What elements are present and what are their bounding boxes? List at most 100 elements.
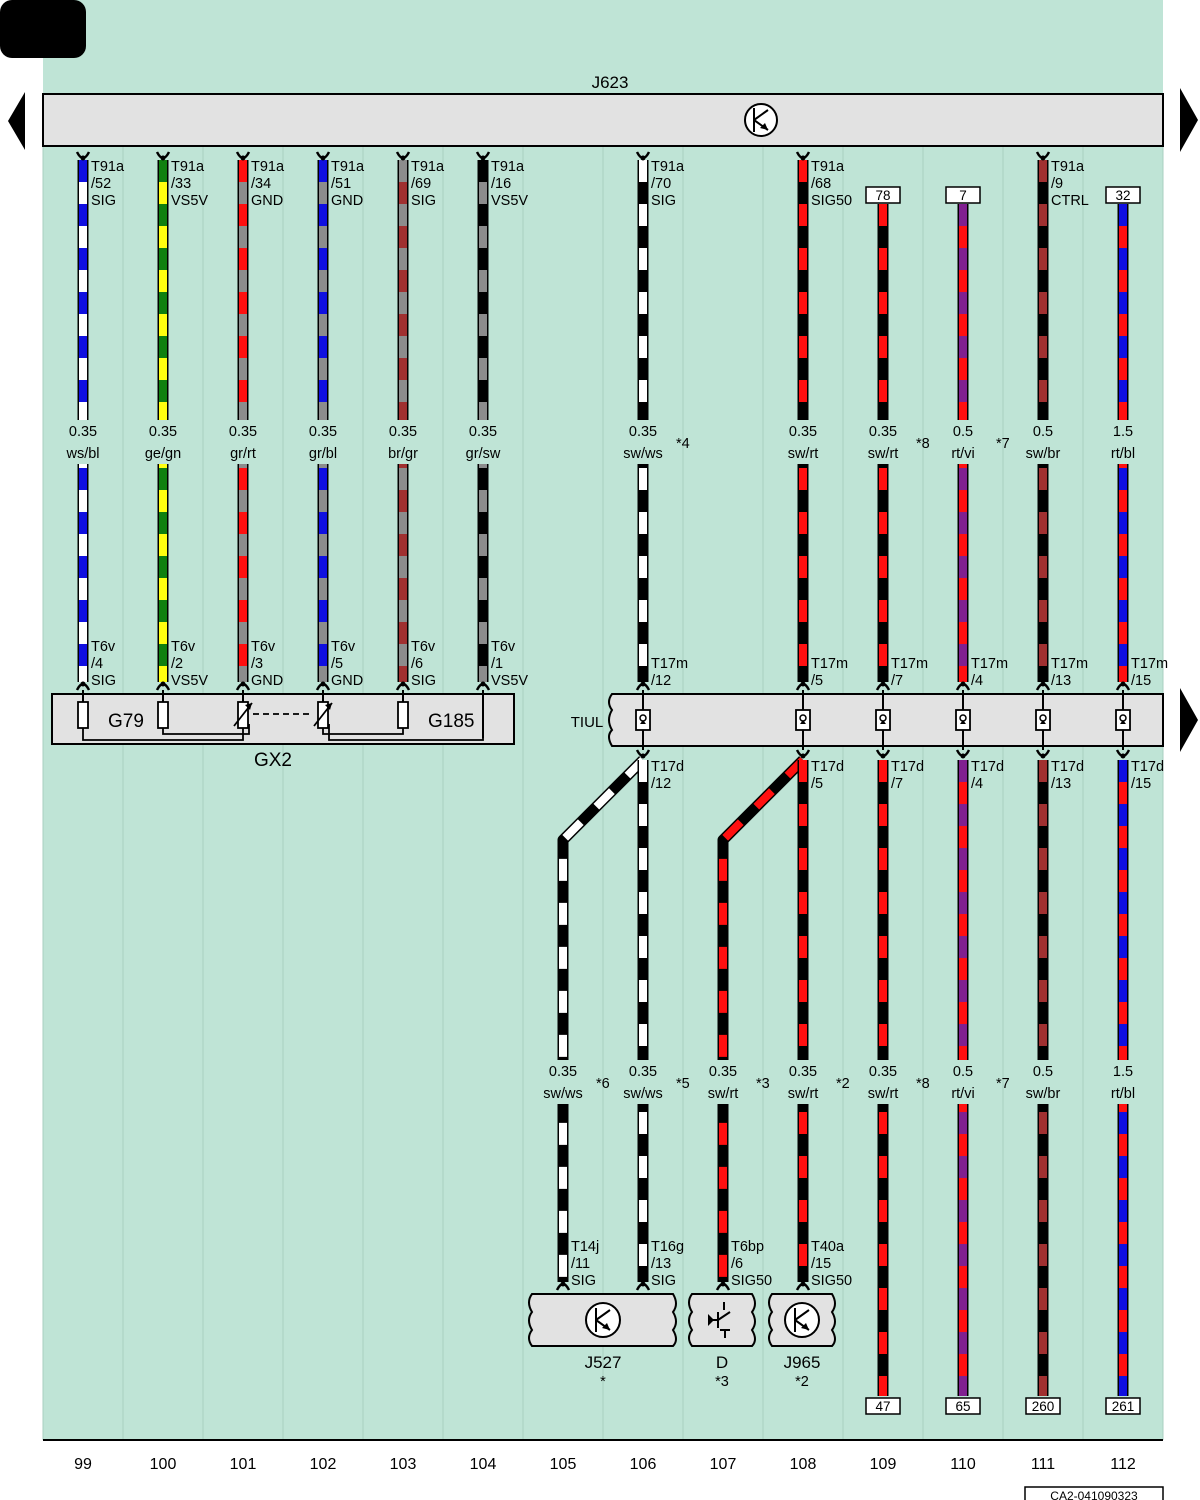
continue-left-arrow-icon[interactable] [8, 92, 25, 150]
ref-box[interactable] [945, 1397, 981, 1415]
pin-label: GND [251, 673, 283, 689]
pin-label: SIG [91, 193, 116, 209]
wire-size: 0.35 [469, 424, 497, 440]
pin-label: T14j [571, 1239, 599, 1255]
ref-number: 261 [1112, 1399, 1135, 1414]
wire-color-code: rt/vi [951, 446, 974, 462]
pin-label: /51 [331, 176, 351, 192]
connector-pin-icon [315, 151, 331, 161]
wire-size: 1.5 [1113, 424, 1133, 440]
connector-pin-icon [395, 151, 411, 161]
wire-footnote: *3 [756, 1076, 770, 1092]
component-note: * [600, 1374, 606, 1390]
wire-color-code: sw/rt [788, 446, 819, 462]
ecu-bar [42, 93, 1164, 147]
resistor-icon [77, 701, 89, 729]
column-number: 103 [390, 1456, 417, 1473]
label-gap [1093, 1060, 1153, 1104]
connector-pin-icon [795, 681, 811, 691]
ecu-symbol-icon [744, 103, 778, 137]
sensor-assembly-gx2[interactable]: G79 G185 GX2 [51, 690, 515, 771]
ref-number: 78 [875, 188, 890, 203]
pin-label: /15 [1131, 673, 1151, 689]
label-gap [613, 420, 673, 464]
connector-pin-icon [1115, 681, 1131, 691]
pin-label: /12 [651, 776, 671, 792]
wire-color-code: sw/br [1026, 1086, 1061, 1102]
pin-label: /69 [411, 176, 431, 192]
ref-box[interactable] [945, 186, 981, 204]
wire-sw-ws[interactable] [557, 756, 647, 1282]
gx2-internal-circuit [77, 690, 484, 741]
pin-label: /68 [811, 176, 831, 192]
pin-label: T17m [1131, 656, 1168, 672]
label-gap [853, 1060, 913, 1104]
ignition-switch-icon [708, 1302, 731, 1338]
column-number: 105 [550, 1456, 577, 1473]
label-gap [453, 420, 513, 464]
ref-box[interactable] [1025, 1397, 1061, 1415]
pin-label: T91a [491, 159, 525, 175]
pin-label: SIG50 [811, 1273, 852, 1289]
connector-pin-icon [635, 681, 651, 691]
component-label-j965: J965 [784, 1353, 821, 1372]
wire-color-code: rt/bl [1111, 446, 1135, 462]
wire-color-code: gr/rt [230, 446, 256, 462]
wire-size: 0.35 [869, 1064, 897, 1080]
ref-box[interactable] [1105, 1397, 1141, 1415]
pin-label: /4 [971, 673, 983, 689]
pin-label: T91a [411, 159, 445, 175]
pin-label: /6 [731, 1256, 743, 1272]
pin-label: T17d [891, 759, 924, 775]
gx2-box [51, 693, 515, 745]
component-box[interactable] [688, 1293, 756, 1347]
pin-label: T91a [811, 159, 845, 175]
pin-label: SIG [411, 193, 436, 209]
connector-pin-icon [875, 749, 891, 759]
ref-box[interactable] [1105, 186, 1141, 204]
column-number: 101 [230, 1456, 257, 1473]
pin-label: /4 [971, 776, 983, 792]
wire-footnote: *6 [596, 1076, 610, 1092]
pin-label: CTRL [1051, 193, 1089, 209]
wire-size: 0.35 [389, 424, 417, 440]
ref-box[interactable] [865, 1397, 901, 1415]
pin-label: T17m [811, 656, 848, 672]
pin-label: T17d [651, 759, 684, 775]
pin-label: /13 [1051, 776, 1071, 792]
pin-label: VS5V [171, 193, 208, 209]
ref-box[interactable] [865, 186, 901, 204]
pin-label: /5 [811, 673, 823, 689]
pin-label: /7 [891, 673, 903, 689]
pin-label: T17d [1131, 759, 1164, 775]
continue-right-arrow-tiul-icon[interactable] [1180, 688, 1198, 752]
column-number: 100 [150, 1456, 177, 1473]
label-gap [933, 420, 993, 464]
wire-size: 0.35 [309, 424, 337, 440]
pin-label: SIG [651, 193, 676, 209]
pin-label: /11 [571, 1256, 590, 1272]
continue-right-arrow-icon[interactable] [1180, 88, 1198, 152]
wire-size: 1.5 [1113, 1064, 1133, 1080]
label-gap [1013, 1060, 1073, 1104]
pin-label: GND [331, 673, 363, 689]
pin-label: T17m [971, 656, 1008, 672]
pin-label: T6v [91, 639, 116, 655]
column-number: 104 [470, 1456, 497, 1473]
interface-tiul[interactable]: TIUL [571, 690, 1164, 750]
ref-number: 65 [955, 1399, 970, 1414]
wire-color-code: sw/rt [788, 1086, 819, 1102]
column-number: 108 [790, 1456, 817, 1473]
pin-label: SIG50 [731, 1273, 772, 1289]
wire-color-code: ws/bl [65, 446, 99, 462]
column-number: 102 [310, 1456, 337, 1473]
tiul-connectors [635, 690, 1131, 750]
wire-size: 0.5 [953, 424, 973, 440]
label-gap [373, 420, 433, 464]
wire-sw-rt[interactable] [717, 756, 807, 1282]
wire-color-code: ge/gn [145, 446, 181, 462]
wire-size: 0.35 [869, 424, 897, 440]
pin-label: /70 [651, 176, 671, 192]
wire-color-code: gr/bl [309, 446, 337, 462]
